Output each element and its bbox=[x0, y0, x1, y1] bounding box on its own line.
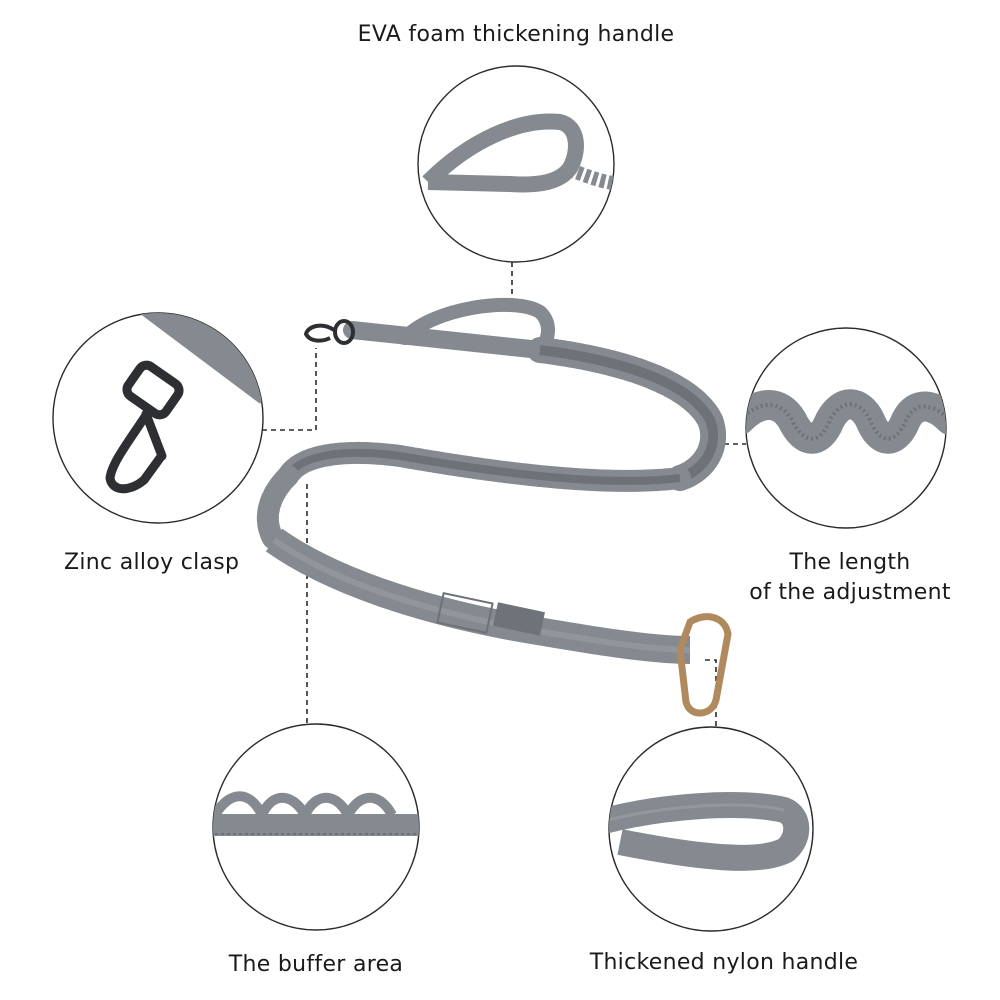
lower-strap bbox=[265, 528, 691, 664]
buffer-section bbox=[256, 465, 299, 551]
label-nylon-handle: Thickened nylon handle bbox=[589, 950, 859, 975]
small-clasp bbox=[303, 319, 355, 345]
label-adjustment-line1: The length bbox=[789, 550, 911, 575]
zinc-clasp-circle bbox=[52, 312, 264, 524]
eva-handle-circle bbox=[417, 65, 615, 263]
eva-handle-loop bbox=[398, 297, 555, 357]
top-strap bbox=[343, 321, 549, 359]
leash bbox=[256, 297, 732, 717]
handle-loop-icon bbox=[422, 113, 584, 193]
buffer-circle bbox=[212, 723, 420, 931]
clasp-strap bbox=[139, 313, 263, 404]
label-eva-handle: EVA foam thickening handle bbox=[357, 22, 675, 47]
leader-line-clasp bbox=[262, 348, 317, 431]
label-adjustment-line2: of the adjustment bbox=[749, 580, 951, 605]
nylon-handle-circle bbox=[608, 726, 814, 932]
label-zinc-clasp: Zinc alloy clasp bbox=[64, 550, 240, 575]
label-buffer: The buffer area bbox=[228, 952, 404, 977]
adjustment-circle bbox=[745, 327, 947, 529]
swivel-clasp-icon bbox=[105, 360, 184, 494]
brand-label bbox=[493, 602, 545, 636]
carabiner bbox=[676, 613, 732, 717]
stitch-patch bbox=[436, 591, 494, 635]
